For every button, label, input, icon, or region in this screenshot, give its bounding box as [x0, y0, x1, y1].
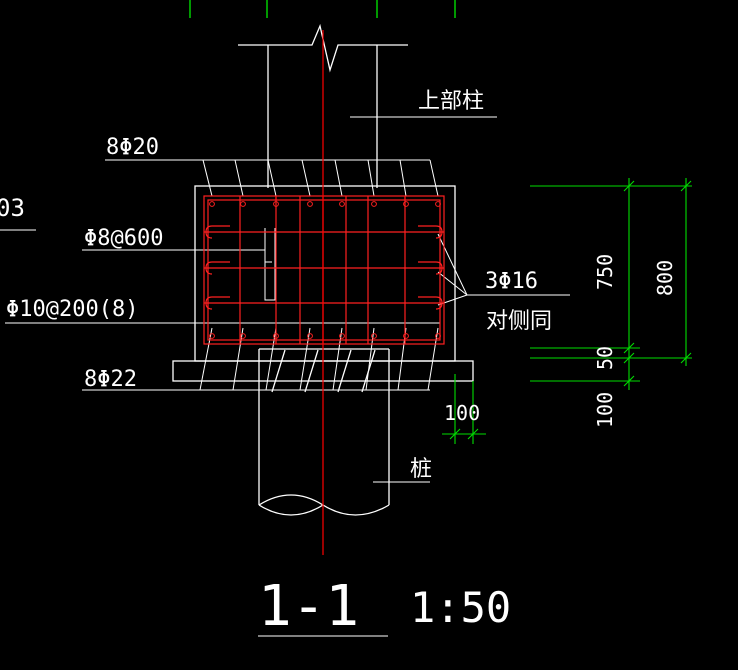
- section-title: 1-1: [258, 574, 359, 639]
- rebar-dot: [371, 333, 377, 339]
- upper-column-label: 上部柱: [418, 89, 484, 114]
- rebar-cage: [203, 195, 445, 345]
- rebar-dot: [339, 333, 345, 339]
- fragment-left-label: 03: [0, 194, 25, 222]
- dim-100-horizontal: 100: [444, 401, 480, 425]
- top-bars-label: 8Φ20: [106, 135, 159, 160]
- dim-800: 800: [653, 260, 677, 296]
- rebar-dot: [403, 201, 409, 207]
- rebar-dot: [435, 201, 441, 207]
- rebar-dot: [240, 333, 246, 339]
- rebar-dot: [273, 201, 279, 207]
- stirrups-label: Φ10@200(8): [6, 297, 138, 322]
- rebar-dots: [209, 201, 441, 339]
- rebar-dot: [403, 333, 409, 339]
- dimension-lines: [442, 178, 692, 444]
- rebar-dot: [209, 333, 215, 339]
- pile: [258, 348, 390, 516]
- side-bars-label: 3Φ16: [485, 269, 538, 294]
- dim-750: 750: [593, 254, 617, 290]
- rebar-dot: [339, 201, 345, 207]
- side-same-label: 对侧同: [486, 309, 552, 334]
- rebar-dot: [307, 333, 313, 339]
- scale-label: 1:50: [410, 583, 511, 632]
- rebar-dot: [273, 333, 279, 339]
- ties-label: Φ8@600: [84, 226, 163, 251]
- dim-100-vertical: 100: [593, 392, 617, 428]
- rebar-dot: [307, 201, 313, 207]
- rebar-dot: [435, 333, 441, 339]
- leader-lines: [0, 116, 570, 637]
- dim-50: 50: [593, 346, 617, 370]
- rebar-dot: [209, 201, 215, 207]
- top-grid-ticks: [189, 0, 456, 18]
- bottom-bars-label: 8Φ22: [84, 367, 137, 392]
- rebar-dot: [371, 201, 377, 207]
- pile-label: 桩: [410, 457, 432, 482]
- rebar-dot: [240, 201, 246, 207]
